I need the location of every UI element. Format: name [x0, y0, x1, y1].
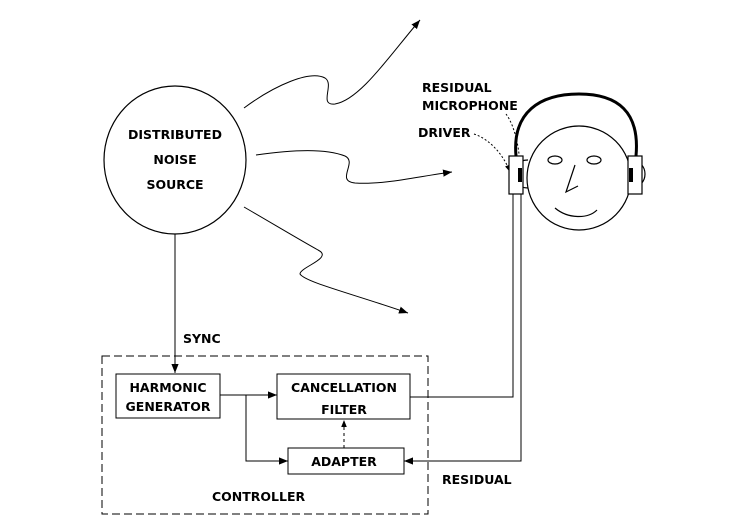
noise-waves: [243, 19, 453, 314]
cancellation-filter-label-line1: CANCELLATION: [291, 380, 397, 395]
harmonic-generator-label-line2: GENERATOR: [126, 399, 211, 414]
residual-microphone-label-line2: MICROPHONE: [422, 98, 518, 113]
right-earcup: [627, 155, 643, 195]
noise-source-label-line1: DISTRIBUTED: [128, 127, 222, 142]
adapter-label: ADAPTER: [311, 454, 377, 469]
harmonic-generator-block: HARMONIC GENERATOR: [115, 373, 221, 419]
right-driver: [629, 168, 633, 182]
harmonic-generator-label-line1: HARMONIC: [129, 380, 206, 395]
left-earcup: [508, 155, 524, 195]
noise-source-label-line3: SOURCE: [146, 177, 203, 192]
left-driver: [518, 168, 522, 182]
noise-wave-lower: [243, 206, 409, 314]
controller-label: CONTROLLER: [212, 489, 306, 504]
residual-microphone-label-line1: RESIDUAL: [422, 80, 492, 95]
adapter-block: ADAPTER: [287, 447, 405, 475]
noise-source: DISTRIBUTED NOISE SOURCE: [103, 85, 247, 235]
controller-box: [101, 355, 429, 515]
headphones: [508, 92, 643, 195]
cancellation-filter-label-line2: FILTER: [321, 402, 367, 417]
filter-to-driver-line: [410, 186, 514, 398]
headband: [514, 92, 638, 157]
generator-to-adapter-arrow: [245, 395, 288, 465]
listener-head: [512, 125, 646, 231]
noise-wave-middle: [255, 150, 453, 184]
driver-leader-line: [473, 133, 511, 173]
driver-label: DRIVER: [418, 125, 471, 140]
mouth: [554, 207, 598, 218]
noise-source-label-line2: NOISE: [153, 152, 196, 167]
nose: [564, 164, 579, 194]
signal-connections: [220, 186, 522, 465]
residual-feedback-arrow: [404, 186, 522, 465]
cancellation-filter-block: CANCELLATION FILTER: [276, 373, 411, 420]
noise-wave-upper: [243, 19, 421, 109]
right-eye: [586, 155, 602, 165]
head-outline: [526, 125, 632, 231]
residual-label: RESIDUAL: [442, 472, 512, 487]
left-eye: [547, 155, 563, 165]
sync-label: SYNC: [183, 331, 221, 346]
